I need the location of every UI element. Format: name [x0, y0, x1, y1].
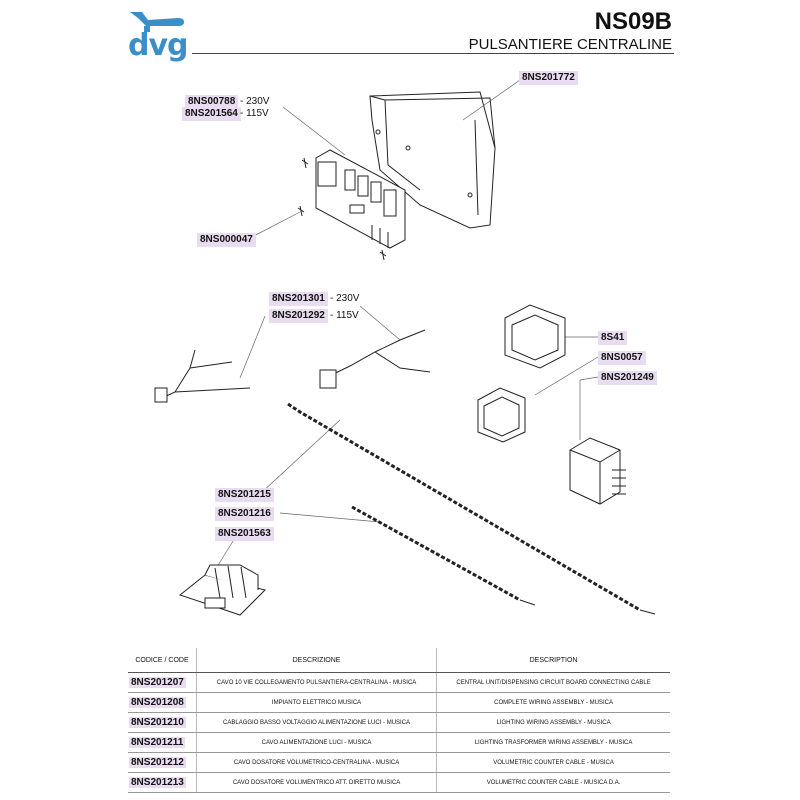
description-en: VOLUMETRIC COUNTER CABLE - MUSICA D.A.: [436, 772, 670, 793]
table-row: 8NS201213 CAVO DOSATORE VOLUMENTRICO ATT…: [128, 772, 670, 793]
part-code: 8NS201210: [129, 717, 186, 728]
description-en: COMPLETE WIRING ASSEMBLY - MUSICA: [436, 692, 670, 713]
callout-code: 8NS201301: [269, 292, 328, 306]
callout-voltage: - 115V: [240, 108, 269, 119]
screws-drawing: [297, 157, 387, 261]
column-header-code: CODICE / CODE: [128, 648, 197, 673]
description-it: IMPIANTO ELETTRICO MUSICA: [195, 692, 437, 713]
callout-voltage: - 230V: [330, 293, 360, 304]
rocker-switches-drawing: [477, 304, 566, 443]
power-cables-drawing: [154, 329, 431, 403]
callout-code: 8NS201564: [182, 107, 241, 121]
circuit-board-drawing: [315, 149, 406, 249]
description-it: CAVO DOSATORE VOLUMETRICO-CENTRALINA - M…: [195, 752, 437, 773]
description-en: LIGHTING WIRING ASSEMBLY - MUSICA: [436, 712, 670, 733]
table-row: 8NS201211 CAVO ALIMENTAZIONE LUCI - MUSI…: [128, 732, 670, 753]
part-code: 8NS201212: [129, 757, 186, 768]
callout-code: 8NS00788: [185, 95, 239, 109]
description-it: CABLAGGIO BASSO VOLTAGGIO ALIMENTAZIONE …: [195, 712, 437, 733]
transformer-drawing: [569, 437, 626, 505]
callout-code: 8NS201772: [519, 71, 578, 85]
table-row: 8NS201212 CAVO DOSATORE VOLUMETRICO-CENT…: [128, 752, 670, 773]
column-header-descrizione: DESCRIZIONE: [195, 648, 437, 673]
brand-logo: dvg: [128, 28, 189, 63]
table-row: 8NS201207 CAVO 10 VIE COLLEGAMENTO PULSA…: [128, 672, 670, 693]
exploded-parts-drawing: [154, 79, 656, 616]
model-title: NS09B: [594, 8, 672, 35]
callout-code: 8NS201292: [269, 309, 328, 323]
column-header-description: DESCRIPTION: [436, 648, 670, 673]
part-code: 8NS201208: [129, 697, 186, 708]
part-code: 8NS201213: [129, 777, 186, 788]
callout-code: 8NS0057: [598, 351, 646, 365]
description-en: LIGHTING TRASFORMER WIRING ASSEMBLY - MU…: [436, 732, 670, 753]
table-header-row: CODICE / CODE DESCRIZIONE DESCRIPTION: [128, 648, 670, 673]
callout-code: 8NS201215: [215, 488, 274, 502]
table-row: 8NS201210 CABLAGGIO BASSO VOLTAGGIO ALIM…: [128, 712, 670, 733]
callout-code: 8NS000047: [197, 233, 256, 247]
parts-table: CODICE / CODE DESCRIZIONE DESCRIPTION 8N…: [128, 648, 670, 793]
dvg-logo-icon: [130, 12, 184, 32]
callout-voltage: - 230V: [240, 96, 270, 107]
description-it: CAVO ALIMENTAZIONE LUCI - MUSICA: [195, 732, 437, 753]
table-row: 8NS201208 IMPIANTO ELETTRICO MUSICA COMP…: [128, 692, 670, 713]
description-en: CENTRAL UNIT/DISPENSING CIRCUIT BOARD CO…: [436, 672, 670, 693]
header-divider: [192, 53, 674, 54]
description-en: VOLUMETRIC COUNTER CABLE - MUSICA: [436, 752, 670, 773]
description-it: CAVO 10 VIE COLLEGAMENTO PULSANTIERA-CEN…: [195, 672, 437, 693]
callout-code: 8NS201249: [598, 371, 657, 385]
callout-voltage: - 115V: [330, 310, 359, 321]
callout-code: 8S41: [598, 331, 628, 345]
callout-code: 8NS201563: [215, 527, 274, 541]
part-code: 8NS201207: [129, 677, 186, 688]
description-it: CAVO DOSATORE VOLUMENTRICO ATT. DIRETTO …: [195, 772, 437, 793]
callout-code: 8NS201216: [215, 507, 274, 521]
page-subtitle: PULSANTIERE CENTRALINE: [468, 36, 672, 53]
part-code: 8NS201211: [129, 737, 186, 748]
enclosure-box-drawing: [369, 91, 496, 229]
led-strips-drawing: [287, 402, 656, 615]
volumetric-counter-drawing: [178, 564, 266, 616]
